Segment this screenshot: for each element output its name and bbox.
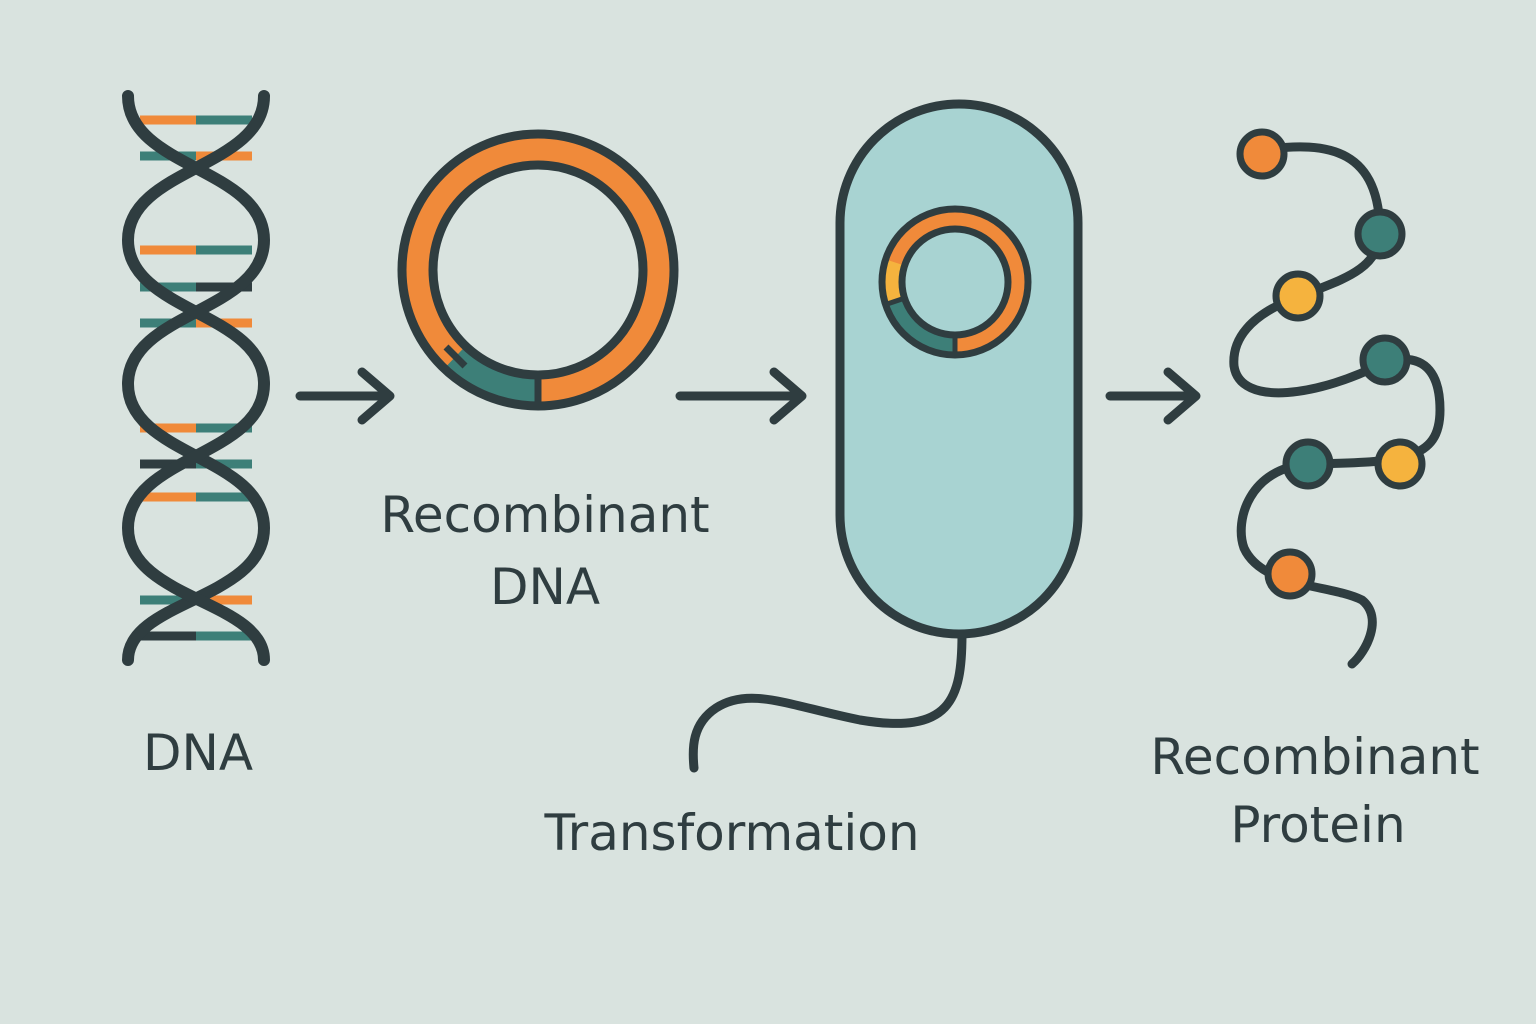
protein-bead <box>1272 270 1324 322</box>
label-recombinant-dna-line1: Recombinant <box>380 486 709 544</box>
right-arrow-icon <box>675 367 807 425</box>
bacterial-cell-icon <box>688 99 1083 773</box>
protein-beads <box>1236 128 1426 600</box>
right-arrow-icon <box>1105 367 1201 425</box>
protein-bead <box>1282 438 1334 490</box>
protein-bead <box>1264 548 1316 600</box>
label-recombinant-dna-line2: DNA <box>490 558 600 616</box>
label-dna: DNA <box>143 724 253 782</box>
protein-bead <box>1354 208 1406 260</box>
protein-bead-chain-icon <box>1229 128 1445 669</box>
cell-body <box>835 99 1083 639</box>
protein-bead <box>1359 334 1411 386</box>
dna-double-helix-icon <box>121 90 271 666</box>
plasmid-ring-icon <box>397 129 679 411</box>
label-recombinant-protein-line2: Protein <box>1230 796 1405 854</box>
label-recombinant-protein-line1: Recombinant <box>1150 728 1479 786</box>
right-arrow-icon <box>295 367 395 425</box>
dna-strand-right <box>121 90 271 666</box>
cell-flagellum <box>688 629 967 773</box>
protein-bead <box>1236 128 1288 180</box>
protein-bead <box>1374 438 1426 490</box>
cell-plasmid <box>878 205 1032 359</box>
dna-strand-left <box>121 90 271 666</box>
label-transformation: Transformation <box>543 804 919 862</box>
